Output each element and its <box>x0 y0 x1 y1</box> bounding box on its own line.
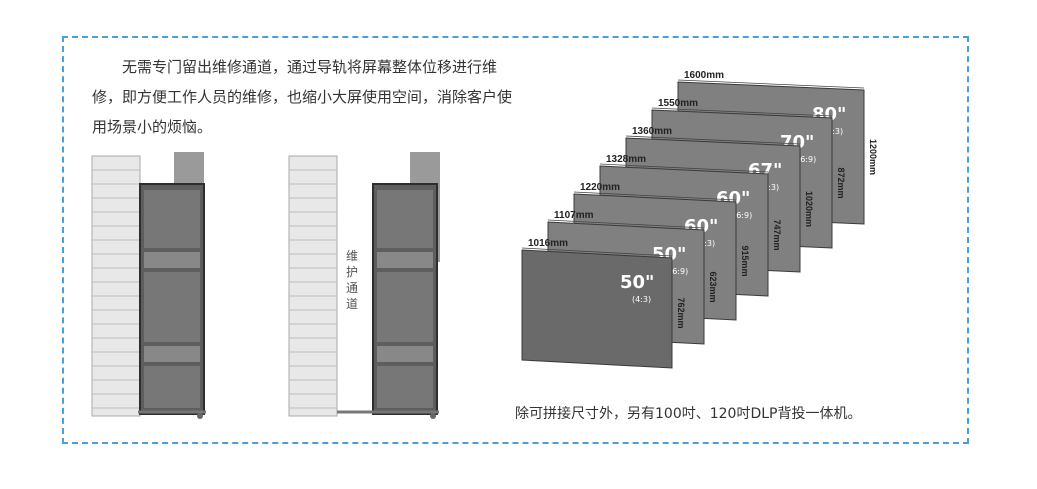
wheel-icon <box>430 413 436 419</box>
height-label: 747mm <box>772 219 782 250</box>
width-label: 1328mm <box>606 154 646 165</box>
cabinet-panel <box>144 272 200 342</box>
height-label: 1200mm <box>868 139 878 175</box>
screen-panel <box>521 249 673 369</box>
ratio-label: (16:9) <box>792 155 816 164</box>
width-label: 1220mm <box>580 182 620 193</box>
screen-0: 1016mm 50" (4:3) 762mm <box>521 238 686 369</box>
cabinet-panel <box>377 190 433 248</box>
height-label: 915mm <box>740 245 750 276</box>
width-dimension-line <box>547 219 705 229</box>
brick-wall <box>288 155 338 417</box>
cabinet-panel <box>144 366 200 408</box>
height-label: 1020mm <box>804 191 814 227</box>
ratio-label: (4:3) <box>760 183 779 192</box>
ratio-label: (16:9) <box>664 267 688 276</box>
wheel-icon <box>197 413 203 419</box>
height-label: 623mm <box>708 271 718 302</box>
cabinet-strip <box>144 346 200 362</box>
ratio-label: (4:3) <box>824 127 843 136</box>
height-label: 872mm <box>836 167 846 198</box>
width-label: 1107mm <box>554 210 594 221</box>
cabinet-strip <box>144 252 200 268</box>
width-label: 1550mm <box>658 98 698 109</box>
width-dimension-line <box>677 79 865 89</box>
cabinet-diagram-closed <box>91 152 206 419</box>
width-dimension-line <box>651 107 833 117</box>
width-dimension-line <box>625 135 801 145</box>
width-label: 1600mm <box>684 70 724 81</box>
width-dimension-line <box>573 191 737 201</box>
width-label: 1016mm <box>528 238 568 249</box>
intro-paragraph: 无需专门留出维修通道，通过导轨将屏幕整体位移进行维修，即方便工作人员的维修，也缩… <box>92 58 513 136</box>
width-label: 1360mm <box>632 126 672 137</box>
cabinet-diagram-open <box>288 152 440 419</box>
maintenance-channel-label: 维护通道 <box>345 249 358 311</box>
cabinet-panel <box>144 190 200 248</box>
cabinet-panel <box>377 272 433 342</box>
width-dimension-line <box>521 247 673 257</box>
width-dimension-line <box>599 163 769 173</box>
caption-text: 除可拼接尺寸外，另有100吋、120吋DLP背投一体机。 <box>515 406 862 422</box>
cabinet-strip <box>377 252 433 268</box>
screen-sizes-figure: 1600mm80"(4:3)1200mm1550mm70"(16:9)872mm… <box>521 70 878 369</box>
size-label: 50" <box>620 272 654 293</box>
ratio-label: (4:3) <box>632 295 651 304</box>
dashed-frame <box>62 36 969 444</box>
cabinet-panel <box>377 366 433 408</box>
brick-wall <box>91 155 141 417</box>
ratio-label: (16:9) <box>728 211 752 220</box>
intro-text: 无需专门留出维修通道，通过导轨将屏幕整体位移进行维修，即方便工作人员的维修，也缩… <box>92 52 512 142</box>
cabinet-strip <box>377 346 433 362</box>
height-label: 762mm <box>676 297 686 328</box>
ratio-label: (4:3) <box>696 239 715 248</box>
